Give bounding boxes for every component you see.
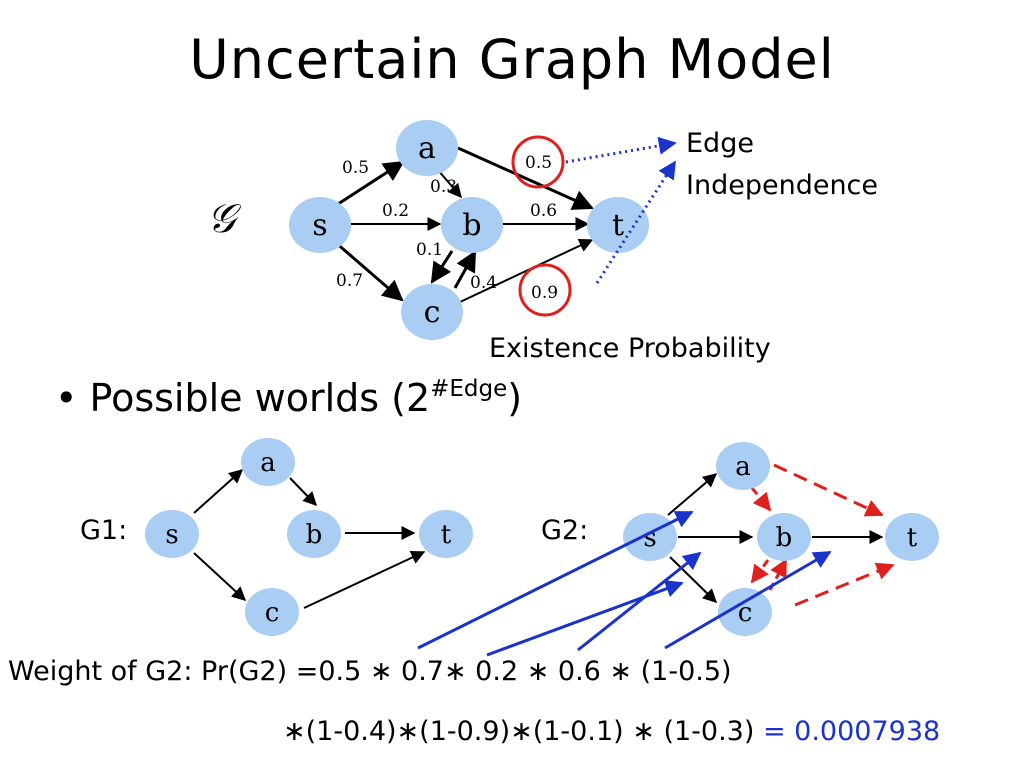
g1-node-s: s	[165, 520, 178, 550]
prob-b-t: 0.6	[530, 201, 557, 221]
node-t-label: t	[612, 208, 624, 243]
highlight-circle-c-t	[518, 263, 572, 317]
edge-a-b	[437, 169, 462, 199]
formula-line1: Weight of G2: Pr(G2) =0.5 ∗ 0.7∗ 0.2 ∗ 0…	[8, 656, 732, 687]
edge-a-t	[457, 146, 594, 210]
edge-s-a	[334, 160, 405, 208]
edge-c-b	[453, 250, 477, 289]
node-b	[441, 197, 503, 253]
g1-edges	[193, 469, 426, 609]
formula-line2: ∗(1-0.4)∗(1-0.9)∗(1-0.1) ∗ (1-0.3)	[283, 716, 755, 747]
formula-result: = 0.0007938	[754, 716, 941, 747]
top-graph-edges	[334, 146, 594, 303]
g1-nodes: s a b c t	[145, 438, 473, 636]
node-t	[587, 197, 649, 253]
g2-node-b: b	[776, 523, 793, 553]
g2-label: G2:	[541, 515, 589, 546]
node-s	[289, 197, 351, 253]
g2-nodes: s a b c t	[623, 442, 939, 636]
node-c-label: c	[424, 295, 441, 330]
node-s-label: s	[312, 208, 327, 243]
prob-c-t: 0.9	[531, 283, 558, 303]
g1-node-a: a	[260, 448, 276, 478]
top-graph-nodes: s a b c t	[289, 120, 649, 340]
prob-s-a: 0.5	[342, 158, 369, 178]
prob-a-t: 0.5	[525, 153, 552, 173]
edge-s-c	[334, 240, 404, 302]
g2-node-c: c	[738, 598, 753, 628]
g1-node-t: t	[441, 520, 452, 550]
g2-node-s: s	[643, 523, 656, 553]
edge-independence-line1: Edge	[686, 128, 754, 159]
graph-symbol: 𝒢	[207, 196, 242, 242]
bullet-superscript: #Edge	[430, 376, 508, 402]
edge-b-c	[430, 250, 454, 284]
formula-pointer-arrows	[417, 510, 832, 657]
formula-line2-wrapper: ∗(1-0.4)∗(1-0.9)∗(1-0.1) ∗ (1-0.3) = 0.0…	[283, 716, 940, 747]
prob-s-b: 0.2	[382, 201, 409, 221]
g2-edges	[667, 473, 884, 603]
node-b-label: b	[462, 208, 481, 243]
bullet-close: )	[507, 376, 523, 420]
edge-independence-line2: Independence	[686, 170, 879, 201]
slide-title: Uncertain Graph Model	[189, 28, 835, 91]
prob-c-b: 0.4	[470, 273, 497, 293]
highlight-circle-a-t	[511, 135, 565, 189]
prob-b-c: 0.1	[416, 240, 443, 260]
bullet-marker: •	[55, 376, 78, 420]
existence-probability-label: Existence Probability	[489, 333, 771, 364]
g2-node-t: t	[907, 523, 918, 553]
g1-label: G1:	[80, 515, 128, 546]
node-a-label: a	[418, 131, 436, 166]
edge-c-t	[459, 239, 594, 303]
g2-node-a: a	[735, 452, 751, 482]
possible-worlds-bullet: • Possible worlds (2#Edge)	[55, 376, 522, 420]
prob-a-b: 0.3	[430, 177, 457, 197]
node-c	[401, 284, 463, 340]
node-a	[396, 120, 458, 176]
edge-probability-labels: 0.5 0.2 0.7 0.3 0.5 0.6 0.1 0.4 0.9	[336, 153, 558, 303]
g1-node-b: b	[306, 520, 323, 550]
dotted-arrow-to-independence-1	[565, 136, 677, 164]
g1-node-c: c	[265, 598, 280, 628]
prob-s-c: 0.7	[336, 271, 363, 291]
bullet-text: Possible worlds (2	[89, 376, 431, 420]
